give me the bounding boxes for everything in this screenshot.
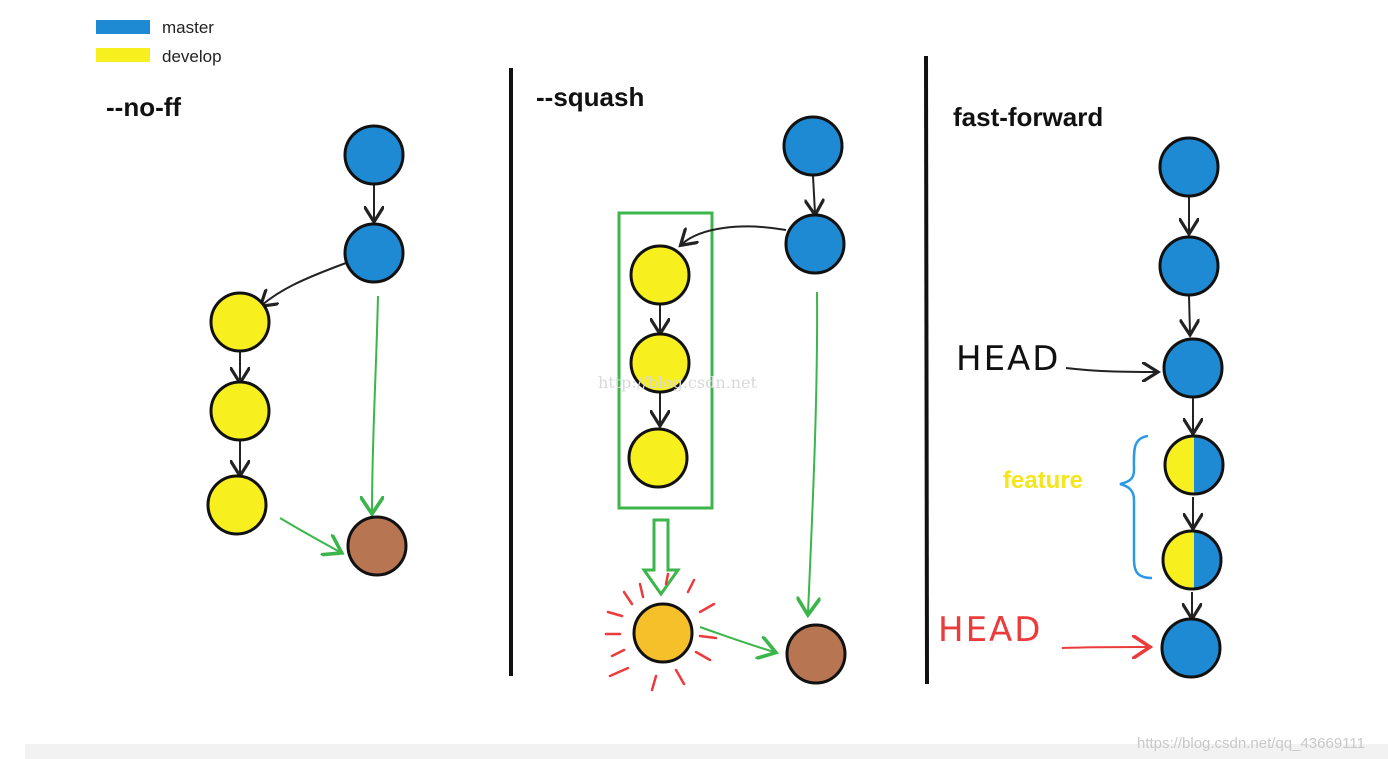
squash-down-arrow	[641, 518, 681, 597]
commit-develop	[209, 291, 271, 353]
commit-fast-forwarded	[1163, 434, 1225, 496]
legend-swatch-master	[96, 20, 150, 34]
commit-develop	[209, 380, 271, 442]
commit-develop	[629, 332, 691, 394]
merge-arrow	[808, 291, 817, 613]
feature-brace	[1119, 434, 1153, 580]
merge-arrow	[699, 626, 774, 652]
section-title-fast-forward: fast-forward	[953, 102, 1103, 132]
divider-right	[924, 55, 929, 685]
head-pointer-before	[1065, 368, 1156, 372]
legend-label-develop: develop	[162, 47, 222, 66]
watermark-corner: https://blog.csdn.net/qq_43669111	[1137, 735, 1365, 752]
arrow-edge	[1189, 295, 1190, 333]
commit-master	[1160, 617, 1222, 679]
section-no-ff: --no-ff	[106, 92, 408, 577]
section-title-no-ff: --no-ff	[106, 92, 181, 122]
head-label-after: HEAD	[938, 610, 1043, 650]
commit-squashed	[632, 602, 694, 664]
legend-swatch-develop	[96, 48, 150, 62]
commit-develop	[206, 474, 268, 536]
feature-label: feature	[1003, 467, 1083, 494]
squash-highlight-marks	[604, 572, 718, 692]
head-label-before: HEAD	[956, 339, 1061, 379]
merge-arrow	[372, 295, 378, 512]
commit-master	[343, 222, 405, 284]
arrow-edge	[813, 175, 815, 213]
section-fast-forward: fast-forward feature HEAD HEAD	[938, 102, 1225, 679]
section-squash: --squash	[536, 82, 847, 692]
legend: master develop	[96, 18, 222, 66]
watermark-center: http://blog.csdn.net	[598, 373, 757, 392]
commit-merge	[785, 623, 847, 685]
commit-master	[784, 213, 846, 275]
arrow-edge	[682, 225, 787, 244]
commit-merge	[346, 515, 408, 577]
commit-master	[1158, 136, 1220, 198]
squash-group-box	[617, 211, 714, 510]
commit-master	[343, 124, 405, 186]
section-title-squash: --squash	[536, 82, 644, 112]
legend-label-master: master	[162, 18, 214, 37]
commit-develop	[629, 244, 691, 306]
merge-arrow	[279, 517, 340, 552]
head-pointer-after	[1061, 647, 1148, 648]
bottom-strip	[25, 744, 1388, 759]
commit-develop	[627, 427, 689, 489]
commit-master	[782, 115, 844, 177]
commit-master	[1158, 235, 1220, 297]
arrow-edge	[262, 262, 347, 305]
commit-fast-forwarded	[1161, 529, 1223, 591]
commit-master	[1162, 337, 1224, 399]
